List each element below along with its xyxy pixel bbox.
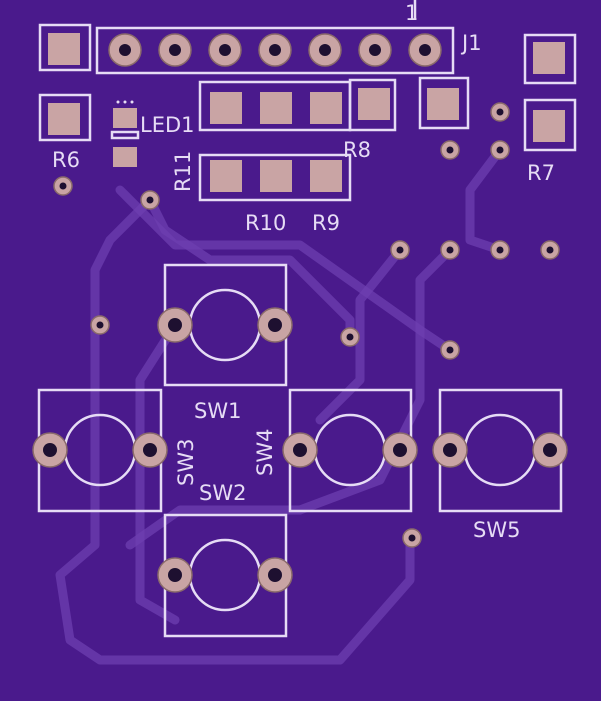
trace-layer bbox=[55, 145, 505, 665]
label-sw5: SW5 bbox=[473, 518, 520, 542]
resistor-r8: R8 bbox=[343, 76, 470, 162]
smd-pad bbox=[113, 147, 137, 167]
trace bbox=[55, 195, 415, 665]
label-r9: R9 bbox=[312, 211, 340, 235]
label-sw2: SW2 bbox=[199, 481, 246, 505]
label-sw1: SW1 bbox=[194, 399, 241, 423]
label-r10: R10 bbox=[245, 211, 286, 235]
label-sw4: SW4 bbox=[253, 429, 277, 476]
smd-pad bbox=[427, 88, 459, 120]
switch-sw4: SW4 bbox=[253, 388, 418, 513]
led-led1: LED1 bbox=[110, 100, 195, 167]
smd-pad bbox=[48, 33, 80, 65]
smd-pad bbox=[48, 103, 80, 135]
trace bbox=[125, 245, 455, 550]
vias bbox=[53, 102, 560, 548]
smd-pad bbox=[358, 88, 390, 120]
switch-sw5: SW5 bbox=[432, 388, 568, 542]
trace bbox=[145, 195, 355, 340]
label-r6: R6 bbox=[52, 148, 80, 172]
smd-pad bbox=[210, 92, 242, 124]
smd-pad bbox=[260, 92, 292, 124]
label-r7: R7 bbox=[527, 161, 555, 185]
trace bbox=[465, 145, 505, 255]
smd-pad bbox=[533, 42, 565, 74]
label-j1: J1 bbox=[460, 31, 482, 55]
switch-sw3: SW3 bbox=[32, 388, 198, 513]
smd-pad bbox=[533, 110, 565, 142]
smd-pad bbox=[113, 108, 137, 128]
label-r8: R8 bbox=[343, 138, 371, 162]
resistor-r6: R6 bbox=[38, 23, 92, 172]
header-j1: J1 1 bbox=[95, 0, 482, 75]
trace bbox=[315, 245, 405, 425]
resistor-r7: R7 bbox=[523, 33, 577, 185]
header-pins bbox=[108, 33, 442, 67]
smd-pad bbox=[260, 160, 292, 192]
label-sw3: SW3 bbox=[174, 439, 198, 486]
switch-sw1: SW1 bbox=[157, 263, 293, 423]
label-pin1: 1 bbox=[405, 1, 418, 25]
trace bbox=[135, 320, 180, 625]
label-r11: R11 bbox=[171, 151, 195, 192]
smd-pad bbox=[210, 160, 242, 192]
label-led1: LED1 bbox=[140, 113, 195, 137]
header-outline bbox=[95, 26, 455, 75]
smd-pad bbox=[310, 92, 342, 124]
trace bbox=[115, 185, 455, 355]
switch-sw2: SW2 bbox=[157, 481, 293, 638]
resistor-array: R11 R10 R9 bbox=[171, 80, 352, 235]
smd-pad bbox=[310, 160, 342, 192]
